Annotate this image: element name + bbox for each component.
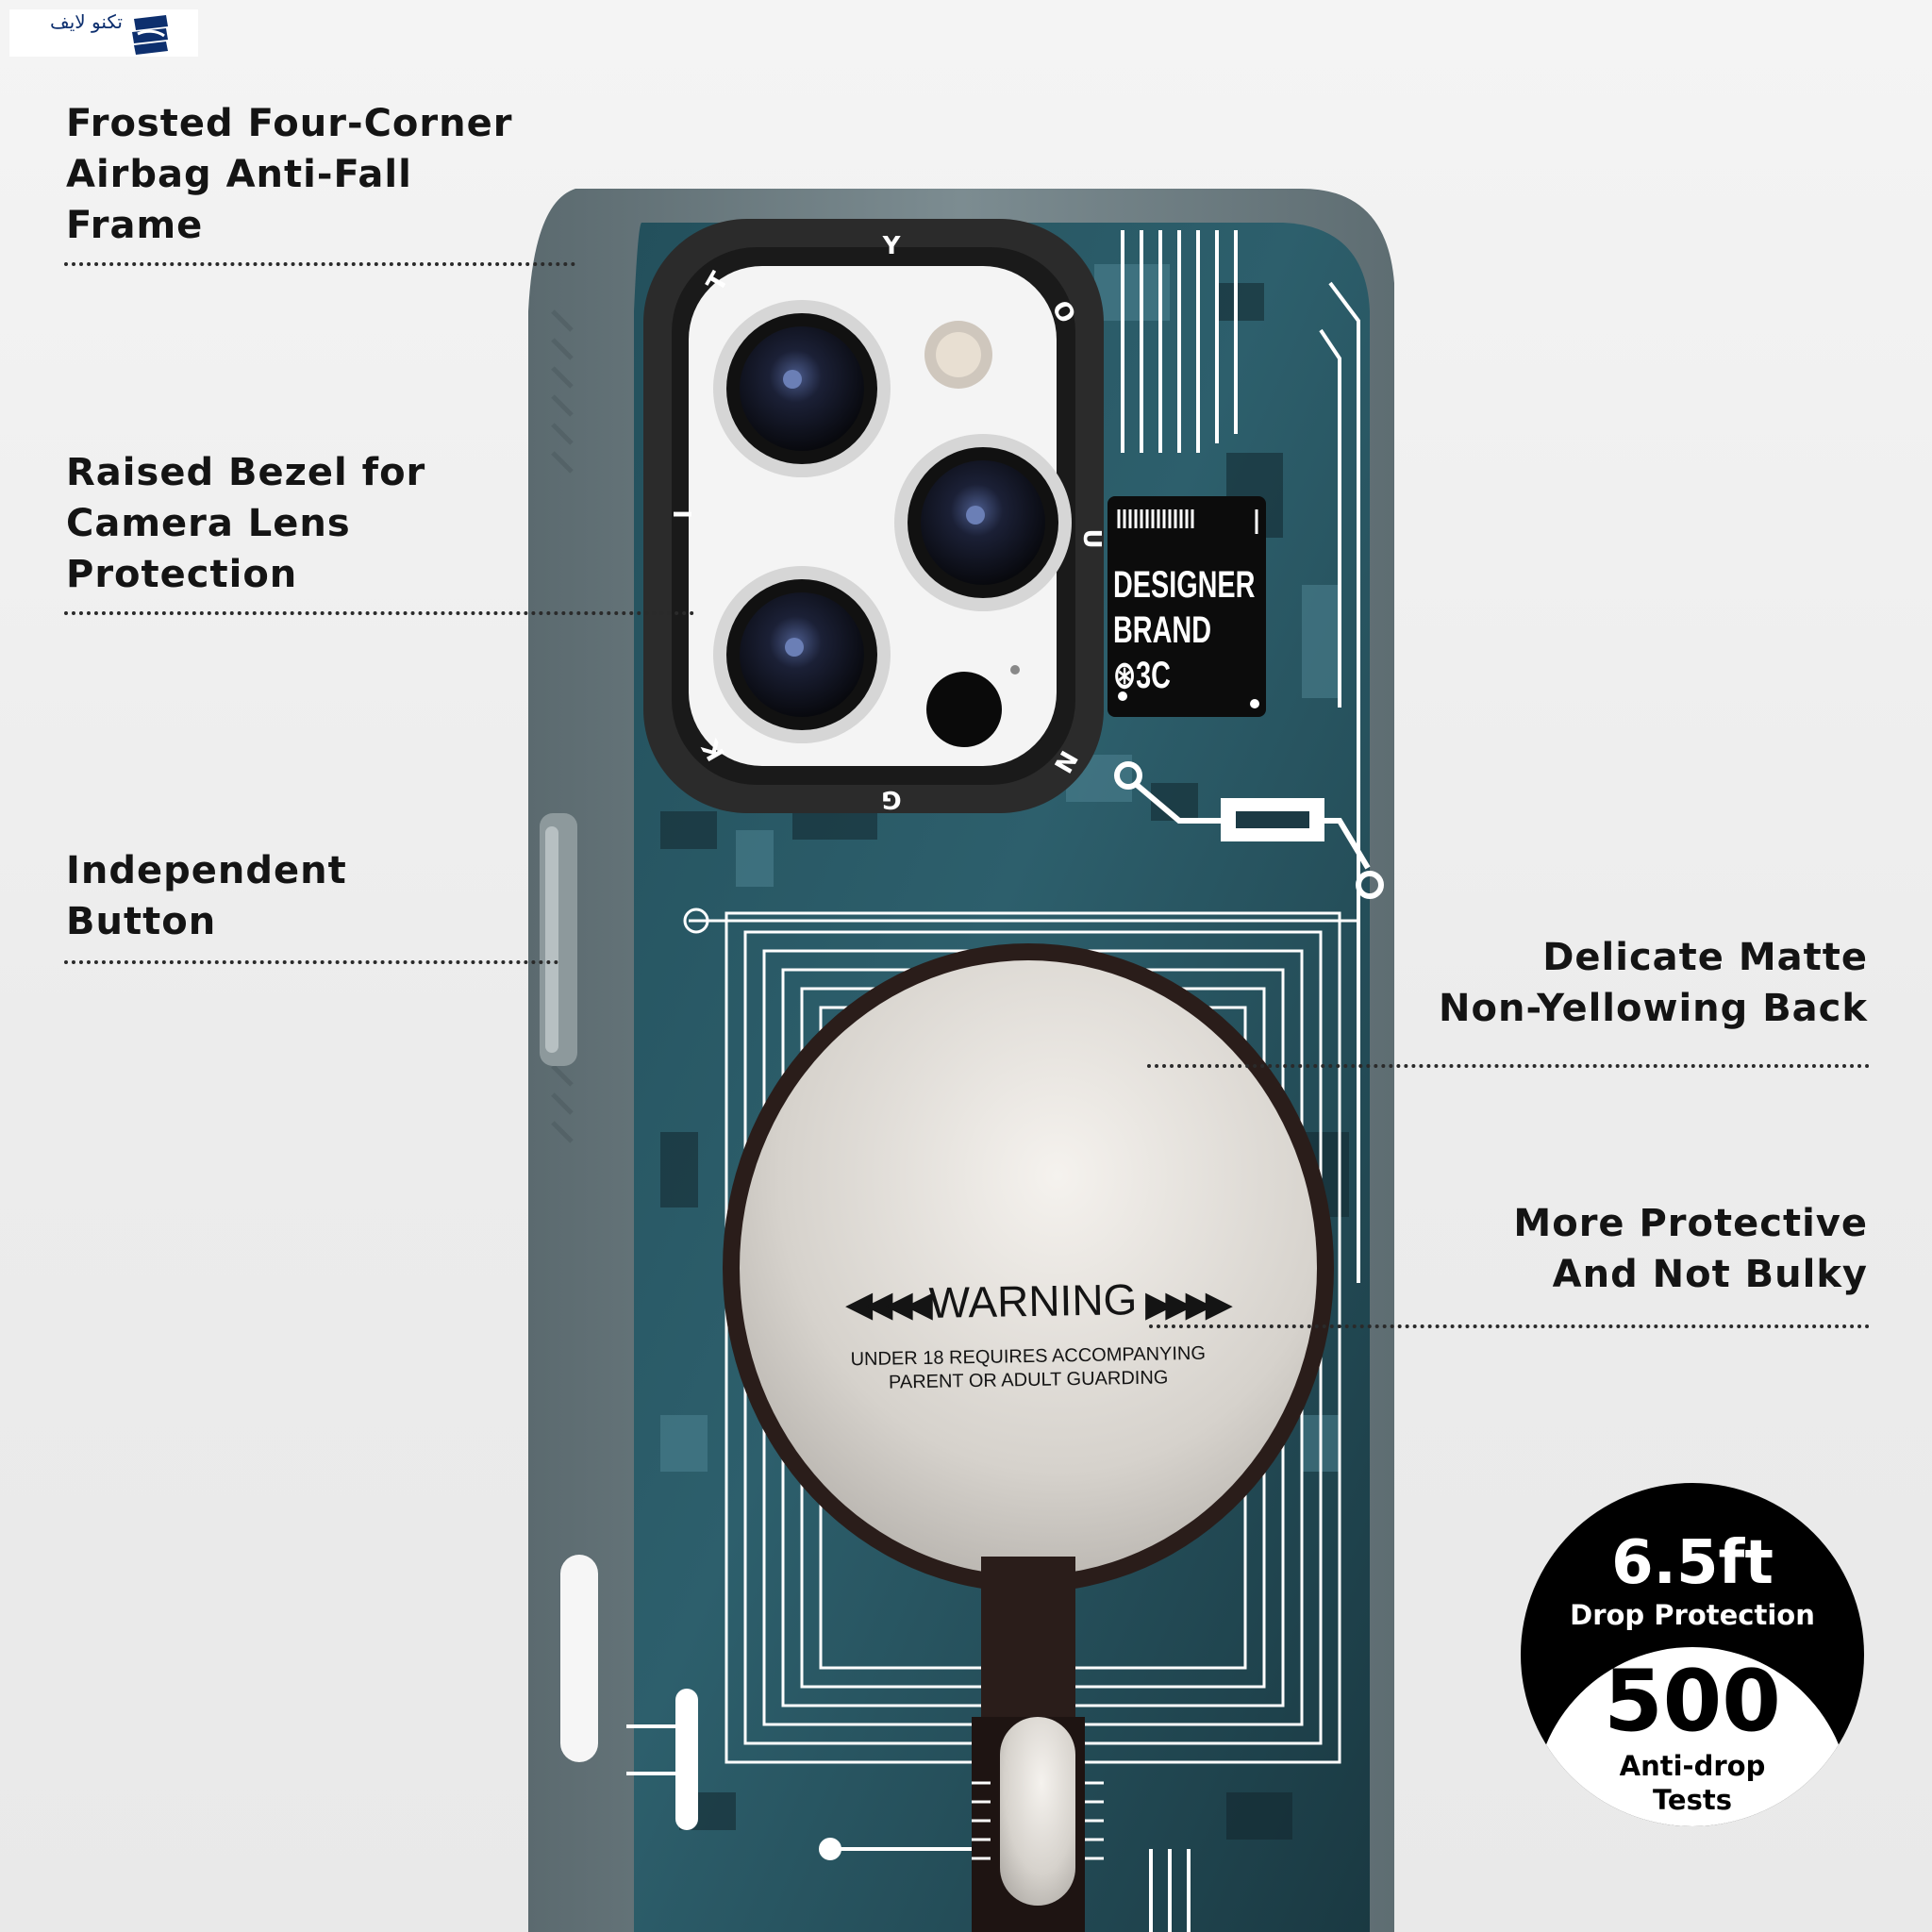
brand-tag-barcode (1117, 509, 1258, 534)
warning-arrows-left: ◀◀◀◀ (845, 1283, 933, 1324)
magsafe-ring (723, 943, 1334, 1932)
brand-logo[interactable]: تکنو لایف (9, 9, 198, 57)
callout-line-frame (64, 262, 575, 266)
brand-tag (1108, 496, 1266, 717)
feature-button: Independent Button (66, 849, 347, 943)
side-light (560, 1555, 598, 1762)
feature-bezel: Raised Bezel for Camera Lens Protection (66, 451, 426, 596)
warning-arrows-right: ▶▶▶▶ (1145, 1283, 1233, 1324)
camera-ring-letter: G (881, 785, 902, 813)
warning-title: WARNING (928, 1274, 1138, 1327)
brand-logo-icon (132, 15, 168, 55)
frame-grip-ribs (551, 309, 574, 1143)
feature-protective: More Protective And Not Bulky (1513, 1202, 1868, 1296)
brand-tag-label: DESIGNER BRAND ⊛3C (1113, 564, 1256, 696)
drop-height-value: 6.5ft (1611, 1528, 1774, 1598)
feature-frame: Frosted Four-Corner Airbag Anti-Fall Fra… (66, 102, 513, 247)
drop-tests-value: 500 (1604, 1652, 1781, 1751)
callout-line-button (64, 960, 558, 964)
callout-line-bezel (64, 611, 694, 615)
camera-ring-letter: Y (882, 232, 901, 260)
side-light-slot (675, 1689, 698, 1830)
camera-module (643, 219, 1104, 813)
brand-logo-text: تکنو لایف (49, 10, 123, 33)
warning-text: UNDER 18 REQUIRES ACCOMPANYING PARENT OR… (850, 1342, 1207, 1393)
drop-height-label: Drop Protection (1570, 1599, 1815, 1631)
lidar-sensor (926, 672, 1002, 747)
camera-ring-letter: U (1077, 528, 1106, 549)
circuit-traces-top (1121, 230, 1360, 1283)
callout-line-protective (1149, 1324, 1870, 1328)
drop-tests-label: Anti-drop Tests (1619, 1750, 1766, 1816)
callout-line-back (1147, 1064, 1870, 1068)
camera-ring-letter: I (670, 509, 698, 519)
circuit-connector (1114, 761, 1384, 899)
drop-protection-badge: 6.5ft Drop Protection 500 Anti-drop Test… (1521, 1483, 1864, 1826)
feature-back: Delicate Matte Non-Yellowing Back (1439, 936, 1868, 1030)
